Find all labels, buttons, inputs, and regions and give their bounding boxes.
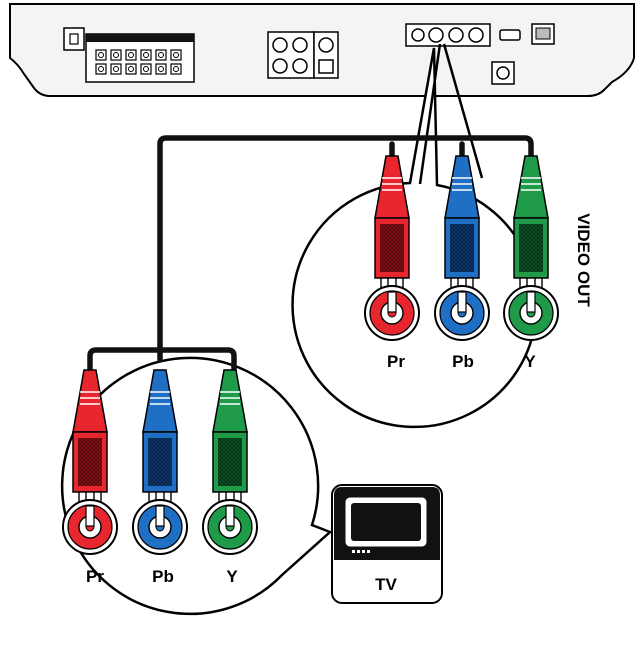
jack-label-pr: Pr [86,567,104,586]
video-out-plug-y [503,155,559,341]
tv-icon: TV [331,484,443,604]
tv-input-plug-pb [132,369,188,555]
antenna-jacks [267,31,339,79]
speaker-terminal [95,63,107,75]
speaker-terminal [125,49,137,61]
speaker-terminal-hole [173,52,179,58]
tv-input-plug-pr [62,369,118,555]
video-out-labels: Pr Pb Y VIDEO OUT [387,213,593,371]
speaker-terminal-hole [128,52,134,58]
ethernet-port [531,23,555,45]
speaker-terminal-hole [143,52,149,58]
speaker-terminal-hole [113,66,119,72]
video-out-callout [291,47,538,429]
video-out-plug-pr [364,155,420,341]
speaker-terminal-hole [113,52,119,58]
speaker-terminal [125,63,137,75]
speaker-terminal [155,49,167,61]
video-out-title: VIDEO OUT [574,213,593,307]
jack-label-pr: Pr [387,352,405,371]
jack-label-y: Y [226,567,238,586]
speaker-terminal [95,49,107,61]
jack-label-pb: Pb [152,567,174,586]
tv-input-plug-y [202,369,258,555]
tv-input-labels: Pr Pb Y [86,567,238,586]
speaker-terminal-hole [173,66,179,72]
speaker-terminal-hole [158,52,164,58]
tv-label: TV [375,575,397,594]
speaker-terminal-hole [98,52,104,58]
hdmi-port [499,29,521,41]
panel-video-out-jacks [405,23,491,47]
speaker-terminals [85,33,195,83]
speaker-terminal-hole [98,66,104,72]
speaker-terminal [140,49,152,61]
speaker-terminal [170,49,182,61]
video-out-plug-pb [434,155,490,341]
jack-label-pb: Pb [452,352,474,371]
speaker-terminal [155,63,167,75]
player-rear-panel [9,3,635,97]
speaker-terminal-hole [158,66,164,72]
speaker-terminal [170,63,182,75]
coaxial-jack [491,61,515,85]
speaker-terminal [110,63,122,75]
speaker-terminal-hole [128,66,134,72]
speaker-terminal [140,63,152,75]
jack-label-y: Y [524,352,536,371]
speaker-terminal-hole [143,66,149,72]
speaker-terminal [110,49,122,61]
